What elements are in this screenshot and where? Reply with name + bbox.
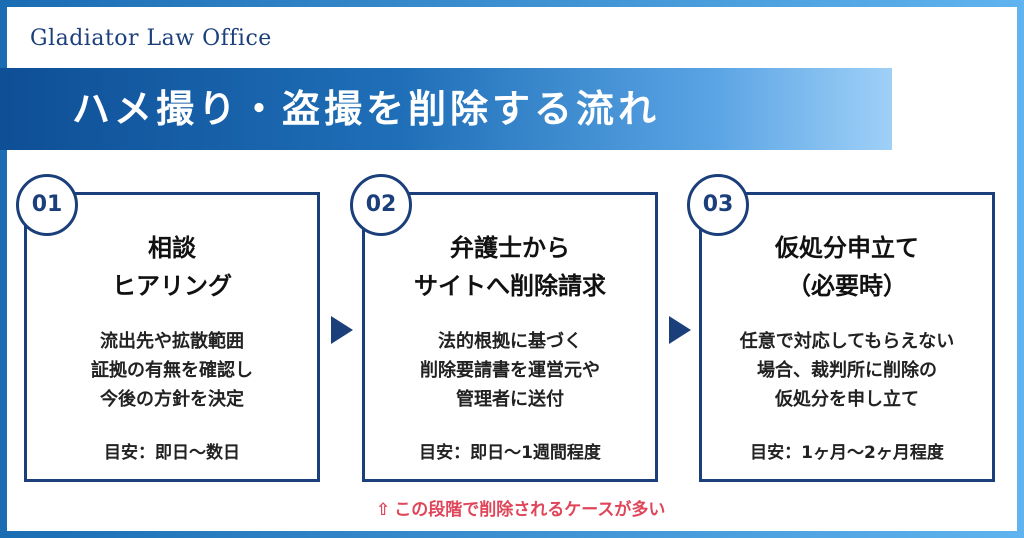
step-description: 法的根拠に基づく 削除要請書を運営元や 管理者に送付 (365, 327, 655, 414)
step-desc-line: 削除要請書を運営元や (420, 360, 600, 381)
step-number-badge: 02 (350, 174, 412, 236)
step-title-line: （必要時） (787, 272, 907, 300)
step-number-badge: 03 (687, 174, 749, 236)
up-arrow-icon: ⇧ (376, 500, 391, 520)
step-card-1: 相談 ヒアリング 流出先や拡散範囲 証拠の有無を確認し 今後の方針を決定 目安：… (24, 192, 320, 482)
step-description: 流出先や拡散範囲 証拠の有無を確認し 今後の方針を決定 (27, 327, 317, 414)
step-title-line: サイトへ削除請求 (414, 272, 606, 300)
step-title-line: 仮処分申立て (775, 234, 919, 262)
step-title: 相談 ヒアリング (27, 229, 317, 305)
step-description: 任意で対応してもらえない 場合、裁判所に削除の 仮処分を申し立て (702, 327, 992, 414)
step-desc-line: 法的根拠に基づく (438, 331, 582, 352)
step-title: 弁護士から サイトへ削除請求 (365, 229, 655, 305)
highlight-note: ⇧この段階で削除されるケースが多い (376, 495, 776, 520)
page-title: ハメ撮り・盗撮を削除する流れ (72, 87, 661, 131)
title-banner: ハメ撮り・盗撮を削除する流れ (0, 68, 892, 150)
highlight-note-text: この段階で削除されるケースが多い (394, 500, 666, 520)
step-estimate: 目安：1ヶ月～2ヶ月程度 (750, 443, 944, 463)
step-estimate: 目安：即日～数日 (104, 443, 240, 463)
step-desc-line: 証拠の有無を確認し (91, 360, 253, 381)
step-desc-line: 今後の方針を決定 (100, 389, 244, 410)
step-desc-line: 場合、裁判所に削除の (757, 360, 937, 381)
step-title: 仮処分申立て （必要時） (702, 229, 992, 305)
step-desc-line: 仮処分を申し立て (775, 389, 919, 410)
step-card-3: 仮処分申立て （必要時） 任意で対応してもらえない 場合、裁判所に削除の 仮処分… (699, 192, 995, 482)
step-desc-line: 任意で対応してもらえない (739, 331, 955, 352)
brand-name: Gladiator Law Office (30, 26, 272, 51)
step-desc-line: 流出先や拡散範囲 (100, 331, 244, 352)
step-title-line: 弁護士から (450, 234, 570, 262)
step-number-badge: 01 (16, 174, 78, 236)
step-card-2: 弁護士から サイトへ削除請求 法的根拠に基づく 削除要請書を運営元や 管理者に送… (362, 192, 658, 482)
step-title-line: 相談 (148, 234, 196, 262)
next-arrow-icon (669, 316, 691, 344)
step-desc-line: 管理者に送付 (456, 389, 564, 410)
step-title-line: ヒアリング (112, 272, 232, 300)
next-arrow-icon (331, 316, 353, 344)
step-estimate: 目安：即日～1週間程度 (419, 443, 601, 463)
